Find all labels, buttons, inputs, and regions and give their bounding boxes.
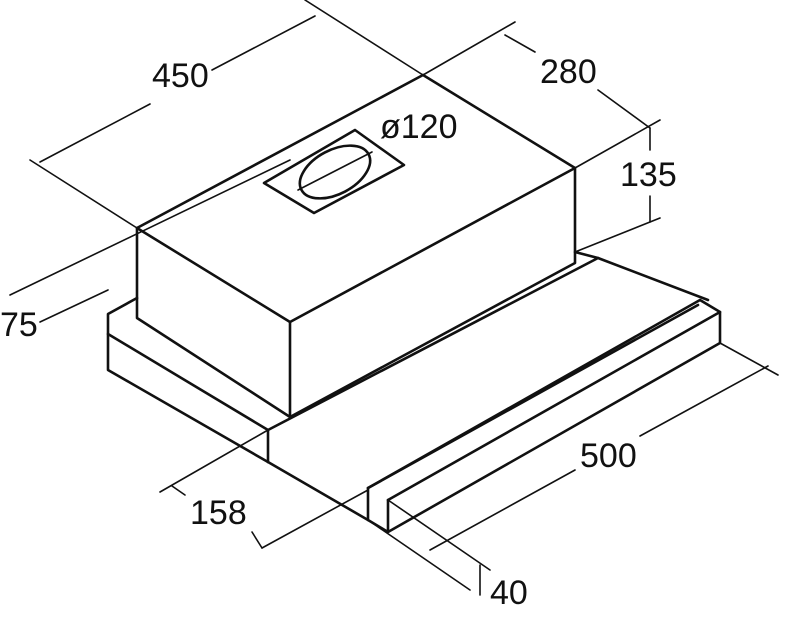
housing-left-face [135,226,292,419]
dim-500-extension-right [719,342,779,376]
dim-500-label: 500 [580,437,637,475]
duct-inner-line [297,151,373,191]
dim-158-label: 158 [190,494,247,532]
hood-housing [135,73,577,419]
dim-158-line-b [251,531,263,549]
hood-base-frame [106,250,600,464]
dim-450-label: 450 [152,57,209,95]
dim-depth-280: 280 [422,21,661,169]
base-back-edge [573,250,600,260]
dim-500-line-a [639,365,769,437]
duct-opening [298,144,372,200]
duct-collar [262,128,406,215]
handle-end-face [386,310,722,534]
dim-280-label: 280 [540,53,597,91]
dim-120-label: ø120 [380,108,458,146]
dim-500-line-b [429,469,576,551]
base-left-inner [106,332,270,432]
dim-158-extension-right [261,489,369,549]
base-left-top [106,296,270,464]
handle-front-face [366,486,390,534]
dim-thickness-40: 40 [367,499,528,612]
dim-40-extension-a [367,519,471,591]
dim-offset-75: 75 [0,159,291,344]
front-handle [366,298,722,534]
dim-height-135: 135 [574,127,677,253]
housing-top-face [135,73,577,324]
dim-450-extension-right [304,0,424,76]
dim-width-450: 450 [29,0,424,229]
handle-top-face [366,298,722,502]
dim-duct-120: ø120 [380,108,458,146]
dim-drawer-500: 500 [429,342,779,551]
dim-75-line [9,159,291,296]
drawer-top-left [266,256,710,432]
dim-40-extension-b [387,499,491,571]
dim-offset-158: 158 [159,429,369,549]
dim-135-label: 135 [620,156,677,194]
dim-158-extension-left [159,429,269,493]
dim-135-extension-bottom [574,217,661,253]
dim-40-label: 40 [490,574,528,612]
dim-280-extension-top [422,21,516,76]
dim-450-line-b [211,15,316,71]
dim-280-line-b [597,89,651,129]
dim-280-line-a [504,34,536,53]
dim-158-line-a [171,485,186,496]
housing-right-face [288,166,577,419]
drawer-side [266,460,370,522]
dim-450-line-a [39,103,151,163]
dim-450-extension-left [29,159,138,229]
dim-280-extension-right [574,119,661,169]
duct-plate [262,128,406,215]
dim-75-line-b [39,289,109,323]
dim-75-label: 75 [0,306,38,344]
